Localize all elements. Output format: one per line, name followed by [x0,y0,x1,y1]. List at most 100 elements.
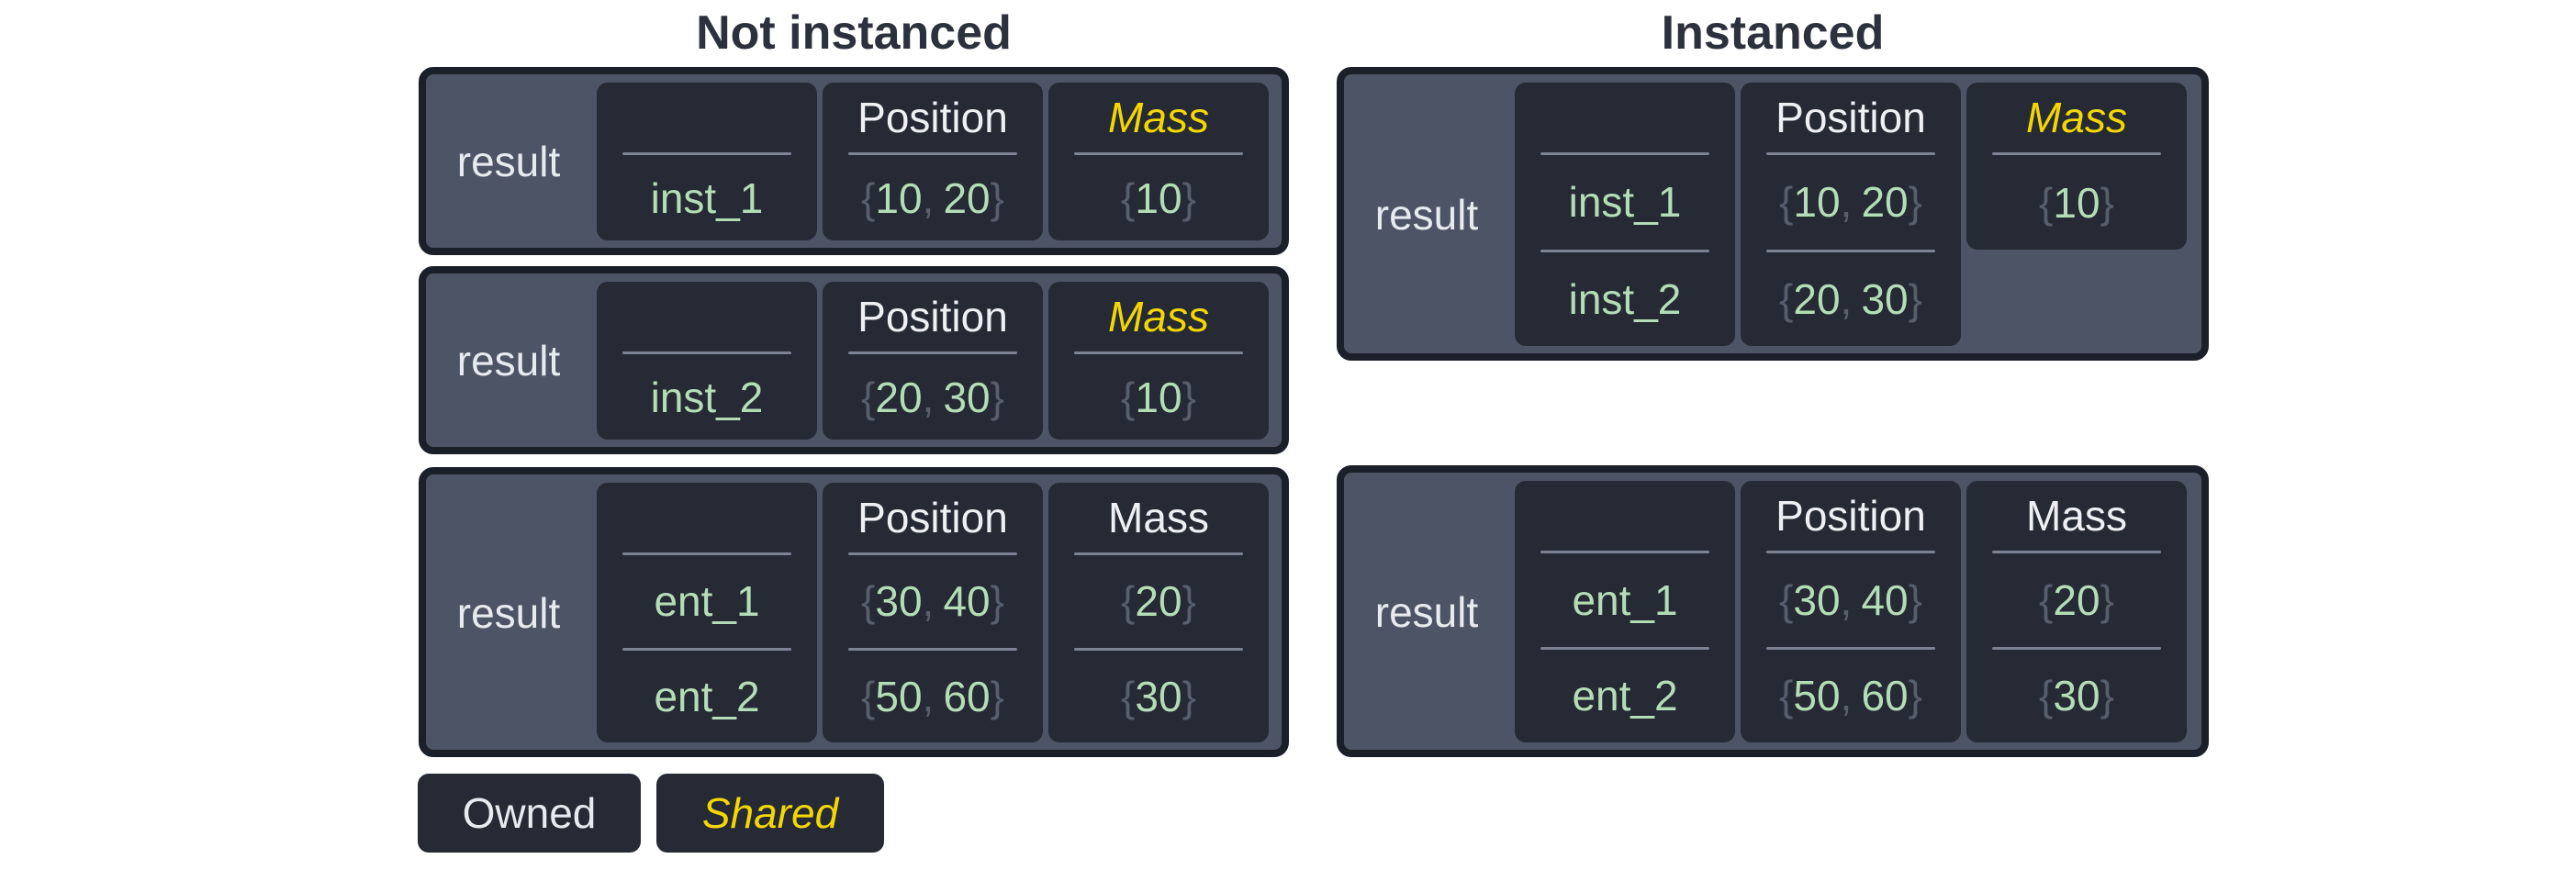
result-label: result [1374,587,1479,636]
divider [1540,249,1709,252]
result-table-not-instanced-3: result ent_1 ent_2 Position {30,40} {50,… [419,467,1289,757]
divider [1540,551,1709,553]
close-brace: } [2100,178,2114,227]
divider [622,647,791,651]
entity-name-header [1515,83,1735,152]
entity-name-text: inst_2 [1568,274,1682,323]
mass-number: 30 [2053,672,2100,720]
comma: , [922,672,935,720]
open-brace: { [2039,575,2054,624]
close-brace: } [2100,672,2114,720]
entity-name: ent_2 [597,651,817,743]
mass-number: 10 [1135,373,1182,421]
open-brace: { [1121,577,1136,626]
position-y: 40 [943,577,991,626]
open-brace: { [1779,274,1794,323]
comma: , [1840,575,1853,624]
position-x: 20 [1793,274,1841,323]
divider [1540,152,1709,155]
comma: , [1840,178,1853,227]
divider [848,152,1017,155]
comma: , [1840,672,1853,720]
open-brace: { [1779,178,1794,227]
divider [1766,152,1935,155]
legend-shared: Shared [656,774,884,853]
mass-column: Mass {20} {30} [1966,481,2187,742]
divider [1074,552,1243,555]
position-y: 20 [943,173,991,222]
divider [1540,646,1709,650]
entity-name: ent_1 [597,555,817,648]
entity-name-header [597,483,817,552]
position-y: 20 [1861,178,1909,227]
entity-name-column: inst_1 inst_2 [1515,83,1735,346]
open-brace: { [2039,178,2054,227]
position-column: Position {10,20} {20,30} [1741,83,1961,346]
position-x: 20 [875,373,923,421]
position-column: Position {30,40} {50,60} [1741,481,1961,742]
close-brace: } [1908,274,1922,323]
entity-name-header [597,83,817,152]
comma: , [1840,274,1853,323]
position-value: {50,60} [1741,650,1961,743]
position-column: Position {30,40} {50,60} [823,483,1043,742]
mass-number: 20 [1135,577,1182,626]
position-x: 30 [875,577,923,626]
comma: , [922,373,935,421]
entity-name: inst_1 [597,155,817,240]
divider [1766,249,1935,252]
close-brace: } [2100,575,2114,624]
title-instanced: Instanced [1661,6,1885,60]
position-y: 30 [1861,274,1909,323]
mass-number: 20 [2053,575,2100,624]
entity-name: inst_2 [597,354,817,440]
close-brace: } [1182,577,1196,626]
entity-name: inst_1 [1515,155,1735,250]
close-brace: } [990,173,1004,222]
close-brace: } [990,373,1004,421]
result-label: result [456,337,561,385]
open-brace: { [1121,672,1136,720]
entity-name-text: inst_2 [650,373,764,421]
mass-header-shared: Mass [2026,94,2127,141]
result-table-instanced-1: result inst_1 inst_2 Position {10,20} {2… [1337,67,2209,361]
divider [622,552,791,555]
position-value: {50,60} [823,651,1043,743]
open-brace: { [1779,672,1794,720]
mass-value: {30} [1048,651,1269,743]
position-value: {20,30} [1741,252,1961,347]
result-label: result [1374,190,1479,239]
open-brace: { [1779,575,1794,624]
divider [1992,646,2161,650]
mass-column: Mass {10} [1048,83,1269,240]
mass-column: Mass {10} [1048,282,1269,440]
divider [1766,551,1935,553]
entity-name: ent_2 [1515,650,1735,743]
position-header: Position [857,293,1008,340]
entity-name-text: inst_1 [1568,178,1682,227]
mass-header: Mass [1108,494,1209,541]
open-brace: { [861,672,876,720]
position-value: {30,40} [823,555,1043,648]
position-header: Position [1775,94,1926,141]
divider [1074,152,1243,155]
entity-name-column: inst_2 [597,282,817,440]
position-y: 60 [1861,672,1909,720]
mass-value: {20} [1048,555,1269,648]
entity-name-header [597,282,817,351]
close-brace: } [990,577,1004,626]
position-x: 30 [1793,575,1841,624]
mass-value: {10} [1048,155,1269,240]
position-x: 50 [875,672,923,720]
position-value: {10,20} [1741,155,1961,250]
divider [1992,551,2161,553]
result-label: result [456,138,561,185]
open-brace: { [861,577,876,626]
position-y: 40 [1861,575,1909,624]
close-brace: } [1182,672,1196,720]
divider [848,351,1017,354]
result-label: result [456,588,561,637]
result-table-not-instanced-2: result inst_2 Position {20,30} Mass {10} [419,266,1289,454]
divider [622,351,791,354]
